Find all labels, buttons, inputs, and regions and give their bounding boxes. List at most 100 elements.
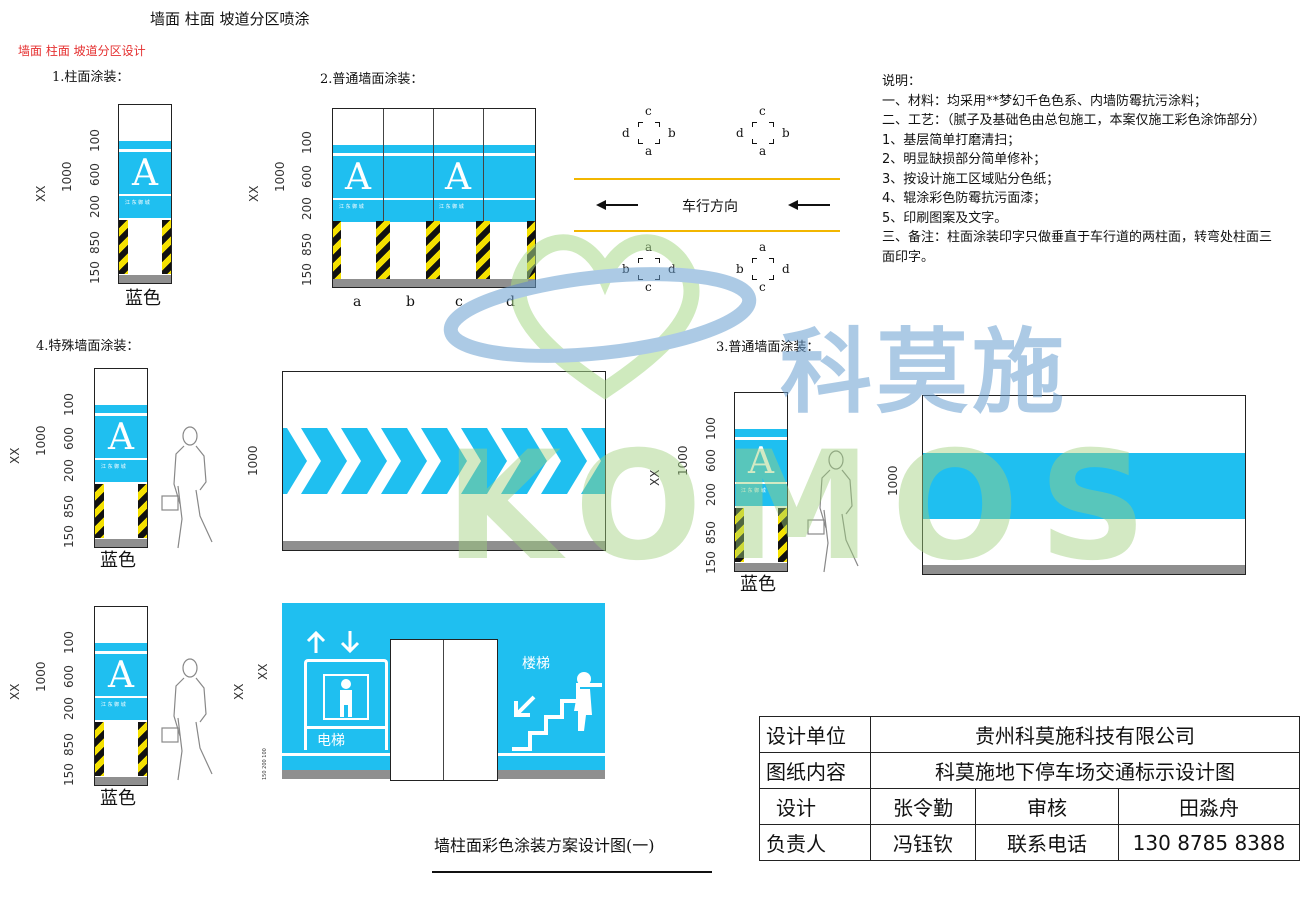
wall-2: A A 江 东 御 城 江 东 御 城	[332, 108, 536, 288]
pillar-color-label: 蓝色	[100, 550, 136, 571]
person-figure-icon	[161, 426, 213, 549]
pillar-color-label: 蓝色	[100, 788, 136, 809]
design-unit: 贵州科莫施科技有限公司	[870, 716, 1300, 753]
wall-label-a: a	[353, 294, 362, 310]
stairs-icon	[512, 672, 602, 751]
elevator-label: 电梯	[317, 733, 345, 749]
chevron-wall	[282, 371, 606, 551]
pillar-small-text: 江 东 御 城	[101, 702, 126, 708]
pillar-1: A 江 东 御 城	[118, 104, 172, 284]
elevator-person-icon	[323, 674, 369, 720]
dim-1000: 1000	[273, 161, 287, 192]
section-3-label: 3.普通墙面涂装：	[716, 340, 820, 355]
dim-850: 850	[300, 233, 314, 256]
pillar-small-text: 江 东 御 城	[101, 464, 126, 470]
title-block: 设计单位 贵州科莫施科技有限公司 图纸内容 科莫施地下停车场交通标示设计图 设计…	[759, 716, 1300, 861]
watermark-en: KOMOS	[445, 420, 1167, 594]
phone: 130 8785 8388	[1118, 824, 1300, 861]
dim-200: 200	[88, 195, 102, 218]
wall-label-c: c	[455, 294, 463, 310]
section-2-label: 2.普通墙面涂装：	[320, 72, 424, 87]
person-figure-icon	[161, 658, 213, 781]
notes-line: 4、辊涂彩色防霉抗污面漆；	[882, 191, 1047, 206]
notes: 说明： 一、材料：均采用**梦幻千色色系、内墙防霉抗污涂料； 二、工艺：（腻子及…	[882, 72, 1272, 267]
dim-600: 600	[62, 427, 76, 450]
elevator-stairs-wall: 电梯 楼梯	[282, 603, 605, 781]
watermark-cn: 科莫施	[780, 319, 1069, 426]
wall-label-d: d	[506, 294, 515, 310]
notes-line: 三、备注：柱面涂装印字只做垂直于车行道的两柱面，转弯处柱面三	[882, 230, 1273, 245]
dim-1000: 1000	[246, 445, 260, 476]
notes-line: 说明：	[882, 74, 922, 89]
notes-line: 3、按设计施工区域贴分色纸；	[882, 171, 1060, 187]
dim-600: 600	[300, 165, 314, 188]
phone-label: 联系电话	[975, 824, 1119, 861]
notes-line: 2、明显缺损部分简单修补；	[882, 152, 1047, 167]
notes-line: 面印字。	[882, 249, 935, 265]
pillar-4a: A 江 东 御 城	[94, 368, 148, 548]
dim-850: 850	[62, 495, 76, 518]
pillar-3: A 江 东 御 城	[734, 392, 788, 572]
pillar-4b: A 江 东 御 城	[94, 606, 148, 786]
notes-line: 一、材料：均采用**梦幻千色色系、内墙防霉抗污涂料；	[882, 93, 1208, 109]
dim-200: 200	[62, 697, 76, 720]
elevator-arrows-icon	[306, 630, 360, 654]
dim-small: 150 200 100	[262, 748, 268, 780]
dim-xx: XX	[232, 683, 246, 700]
content: 科莫施地下停车场交通标示设计图	[870, 752, 1300, 789]
dim-600: 600	[88, 163, 102, 186]
column-marker-tl: c a d b	[622, 104, 676, 158]
pillar-letter: A	[132, 153, 158, 194]
dim-150: 150	[300, 263, 314, 286]
arrow-left-icon	[596, 200, 638, 210]
dim-150: 150	[88, 261, 102, 284]
pillar-letter: A	[748, 441, 774, 482]
plain-wall-3	[922, 395, 1246, 575]
stairs-label: 楼梯	[522, 656, 550, 672]
section-1-label: 1.柱面涂装：	[52, 70, 130, 85]
wall-letter-1: A	[345, 157, 371, 198]
section-4-label: 4.特殊墙面涂装：	[36, 339, 140, 354]
dim-1000: 1000	[34, 661, 48, 692]
design-unit-label: 设计单位	[759, 716, 871, 753]
dim-200: 200	[300, 197, 314, 220]
dim-xx: XX	[8, 447, 22, 464]
dim-xx: XX	[256, 663, 270, 680]
wall-label-b: b	[406, 294, 415, 310]
notes-line: 5、印刷图案及文字。	[882, 210, 1008, 226]
dim-100: 100	[300, 131, 314, 154]
wall-small-text-1: 江 东 御 城	[339, 204, 364, 210]
arrow-left-icon	[788, 200, 830, 210]
pillar-letter: A	[108, 417, 134, 458]
notes-line: 1、基层简单打磨清扫；	[882, 132, 1021, 148]
door	[390, 639, 498, 781]
drawing-title: 墙柱面彩色涂装方案设计图(一)	[434, 836, 655, 855]
designer: 张令勤	[870, 788, 976, 825]
dim-850: 850	[88, 231, 102, 254]
dim-100: 100	[88, 129, 102, 152]
dim-xx: XX	[8, 683, 22, 700]
wall-small-text-2: 江 东 御 城	[439, 204, 464, 210]
owner: 冯钰钦	[870, 824, 976, 861]
chevron-band	[283, 428, 605, 494]
person-figure-icon	[807, 450, 859, 573]
review-label: 审核	[975, 788, 1119, 825]
dim-1000: 1000	[34, 425, 48, 456]
dim-1000: 1000	[60, 161, 74, 192]
reviewer: 田淼舟	[1118, 788, 1300, 825]
elevator-frame: 电梯	[304, 659, 388, 750]
dim-200: 200	[62, 459, 76, 482]
page-title: 墙面 柱面 坡道分区喷涂	[150, 10, 310, 28]
dim-100: 100	[62, 393, 76, 416]
dim-xx: XX	[34, 185, 48, 202]
pillar-letter: A	[108, 655, 134, 696]
owner-label: 负责人	[759, 824, 871, 861]
dim-150: 150	[62, 763, 76, 786]
pillar-color-label: 蓝色	[125, 288, 161, 309]
dim-xx: XX	[247, 185, 261, 202]
drawing-title-underline	[432, 871, 712, 873]
pillar-small-text: 江 东 御 城	[741, 488, 766, 494]
pillar-color-label: 蓝色	[740, 574, 776, 595]
designer-label: 设计	[759, 788, 871, 825]
dim-150: 150	[62, 525, 76, 548]
